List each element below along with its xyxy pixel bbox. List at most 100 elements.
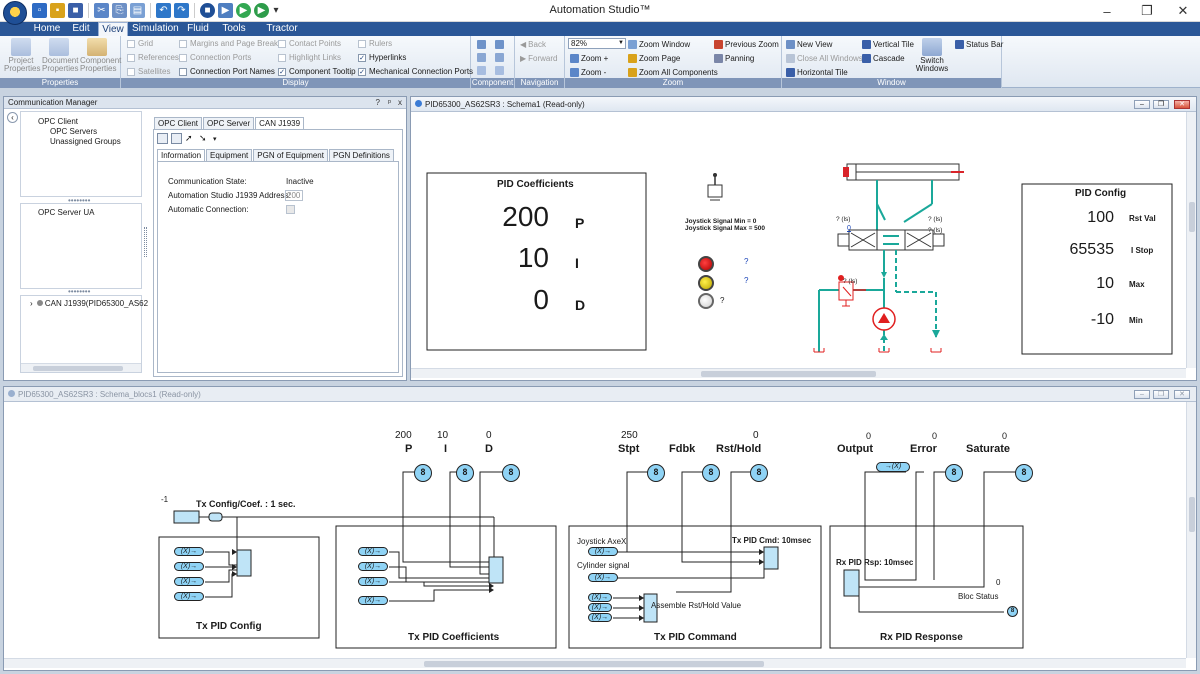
tab-simulation[interactable]: Simulation (132, 23, 179, 34)
flip-icon[interactable] (495, 53, 504, 62)
schema1-scrollbar-v[interactable] (1186, 112, 1196, 368)
panning-button[interactable]: Panning (714, 53, 754, 64)
rx-rsp-block[interactable] (843, 569, 860, 597)
schema-blocs-scroll-thumb-v[interactable] (1189, 497, 1195, 532)
tree-item-opc-client[interactable]: OPC Client (38, 117, 79, 126)
meter-rst-hold-icon[interactable]: 8 (750, 464, 768, 482)
splitter-handle[interactable]: •••••••• (68, 196, 91, 205)
restore-button[interactable]: ❐ (1141, 3, 1153, 18)
connection-port-names-checkbox[interactable]: Connection Port Names (179, 67, 275, 77)
variable-tag[interactable]: (X)→ (358, 577, 388, 586)
schema1-scrollbar-h[interactable] (411, 368, 1186, 378)
component-properties-button[interactable]: Component Properties (80, 38, 121, 73)
qat-dropdown-icon[interactable]: ▾ (273, 5, 279, 16)
rotate-icon[interactable] (477, 53, 486, 62)
close-all-windows-button[interactable]: Close All Windows (786, 53, 863, 64)
joystick-icon[interactable] (707, 173, 723, 201)
search-icon[interactable] (171, 133, 182, 144)
disconnect-icon[interactable]: ➘ (199, 133, 207, 143)
schema1-restore-button[interactable]: ❐ (1153, 100, 1169, 109)
hydraulic-pump-icon[interactable] (872, 307, 896, 331)
meter-i-icon[interactable]: 8 (456, 464, 474, 482)
tree-scrollbar[interactable] (21, 363, 141, 372)
automatic-connection-checkbox[interactable] (286, 205, 295, 214)
toolbar-dropdown-icon[interactable]: ▾ (213, 136, 217, 143)
timer-block[interactable] (173, 510, 200, 524)
undo-icon[interactable]: ↶ (156, 3, 171, 18)
tab-information[interactable]: Information (157, 149, 206, 161)
stop-simulation-icon[interactable]: ■ (200, 3, 215, 18)
tree-item-opc-server-ua[interactable]: OPC Server UA (38, 208, 95, 217)
tab-pgn-definitions[interactable]: PGN Definitions (328, 149, 394, 161)
schema1-scroll-thumb-h[interactable] (701, 371, 876, 377)
zoom-in-button[interactable]: Zoom + (570, 53, 608, 64)
zoom-level-select[interactable]: 82%▼ (568, 38, 626, 49)
connect-icon[interactable]: ➚ (185, 133, 193, 143)
tx-config-block[interactable] (236, 549, 252, 577)
variable-tag[interactable]: (X)→ (588, 613, 612, 622)
variable-tag[interactable]: (X)→ (588, 547, 618, 556)
hyperlinks-checkbox[interactable]: ✓Hyperlinks (358, 53, 407, 62)
close-button[interactable]: ✕ (1177, 3, 1189, 18)
red-light-link[interactable]: ? (744, 257, 749, 266)
schema1-close-button[interactable]: ✕ (1174, 100, 1190, 109)
tab-tractor-demo[interactable]: Tractor Demo (266, 23, 298, 48)
panel-close-icon[interactable]: x (398, 98, 402, 107)
ungroup-icon[interactable] (495, 66, 504, 75)
schema1-scroll-thumb-v[interactable] (1189, 202, 1195, 232)
tree-item-unassigned-groups[interactable]: Unassigned Groups (50, 137, 121, 146)
assemble-block[interactable] (643, 593, 658, 623)
variable-tag[interactable]: (X)→ (174, 592, 204, 601)
directional-valve-icon[interactable] (837, 229, 945, 251)
tree-scroll-thumb[interactable] (33, 366, 123, 371)
tab-fluid[interactable]: Fluid (187, 23, 209, 34)
tree-item-opc-servers[interactable]: OPC Servers (50, 127, 98, 136)
meter-stpt-icon[interactable]: 8 (647, 464, 665, 482)
meter-d-icon[interactable]: 8 (502, 464, 520, 482)
collapse-left-icon[interactable]: ‹ (7, 112, 18, 123)
schema-blocs-minimize-button[interactable]: – (1134, 390, 1150, 399)
timer-output-tag[interactable] (208, 512, 223, 522)
splitter-handle-2[interactable]: •••••••• (68, 287, 91, 296)
group-icon[interactable] (477, 66, 486, 75)
schema-blocs-close-button[interactable]: ✕ (1174, 390, 1190, 399)
variable-tag[interactable]: (X)→ (358, 596, 388, 605)
panel-menu-icon[interactable]: ? (375, 98, 380, 107)
meter-saturate-icon[interactable]: 8 (1015, 464, 1033, 482)
tab-edit[interactable]: Edit (72, 23, 90, 34)
highlight-links-checkbox[interactable]: Highlight Links (278, 53, 341, 63)
output-tag[interactable]: →(X) (876, 462, 910, 472)
zoom-window-button[interactable]: Zoom Window (628, 39, 690, 50)
zoom-page-button[interactable]: Zoom Page (628, 53, 680, 64)
variable-tag[interactable]: (X)→ (358, 547, 388, 556)
previous-zoom-button[interactable]: Previous Zoom (714, 39, 779, 50)
minimize-button[interactable]: – (1103, 3, 1111, 19)
tx-cmd-block[interactable] (763, 546, 779, 570)
tab-pgn-of-equipment[interactable]: PGN of Equipment (253, 149, 328, 161)
yellow-light-link[interactable]: ? (744, 276, 749, 285)
cascade-button[interactable]: Cascade (862, 53, 905, 64)
copy-icon[interactable]: ⎘ (112, 3, 127, 18)
valve-left-link[interactable]: 0 (847, 225, 851, 232)
new-view-button[interactable]: New View (786, 39, 832, 50)
schema-blocs-scrollbar-h[interactable] (4, 658, 1186, 668)
redo-icon[interactable]: ↷ (174, 3, 189, 18)
connection-ports-checkbox[interactable]: Connection Ports (179, 53, 251, 63)
simulation-icon[interactable]: ▶ (218, 3, 233, 18)
forward-button[interactable]: ▶Forward (520, 54, 558, 63)
schema-blocs-scrollbar-v[interactable] (1186, 402, 1196, 658)
tab-equipment[interactable]: Equipment (206, 149, 253, 161)
variable-tag[interactable]: (X)→ (588, 593, 612, 602)
satellites-checkbox[interactable]: Satellites (127, 67, 170, 77)
project-properties-button[interactable]: Project Properties (4, 38, 40, 73)
mechanical-connection-ports-checkbox[interactable]: ✓Mechanical Connection Ports (358, 67, 474, 76)
horizontal-tile-button[interactable]: Horizontal Tile (786, 67, 848, 78)
cut-icon[interactable]: ✂ (94, 3, 109, 18)
play-icon[interactable]: ▶ (236, 3, 251, 18)
status-bar-button[interactable]: Status Bar (955, 39, 1003, 50)
schema-blocs-restore-button[interactable]: ❐ (1153, 390, 1169, 399)
step-icon[interactable]: ▶ (254, 3, 269, 18)
rulers-checkbox[interactable]: Rulers (358, 39, 392, 49)
back-button[interactable]: ◀Back (520, 40, 546, 49)
margins-checkbox[interactable]: Margins and Page Breaks (179, 39, 282, 49)
